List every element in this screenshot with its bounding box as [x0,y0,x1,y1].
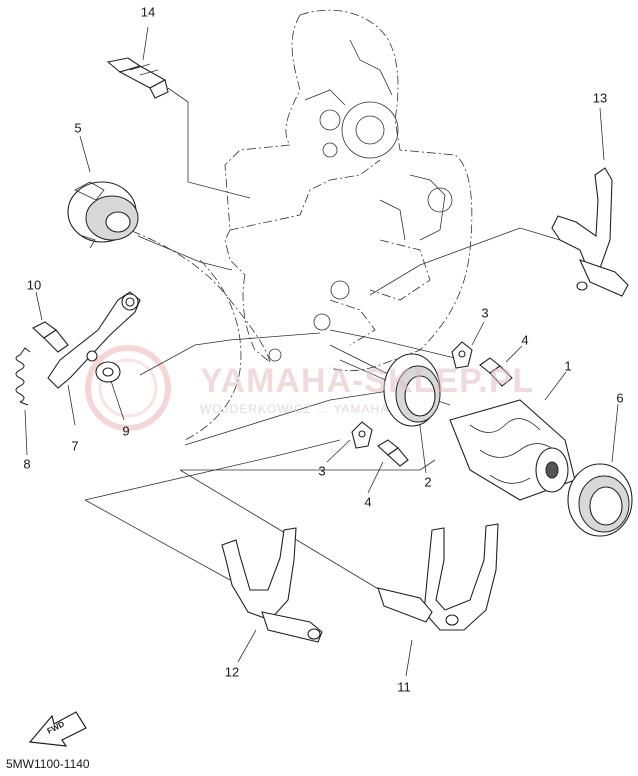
part-5-segment [67,181,139,249]
callout-9: 9 [122,423,130,439]
callout-4-lower: 4 [364,494,372,510]
watermark-subtitle: WOJDERKOWICZ ... YAMAHA [200,402,390,416]
watermark-title: YAMAHA-SKLEP.PL [200,362,535,400]
callout-3-upper: 3 [481,305,489,321]
part-6-bearing [567,463,633,537]
part-2-bearing [383,353,441,427]
callout-2: 2 [424,474,432,490]
crankcase-outline [99,9,473,441]
callout-1: 1 [564,358,572,374]
callout-6: 6 [616,390,624,406]
part-9-washer [95,361,121,383]
part-11-shift-fork [377,523,499,631]
part-8-spring [15,347,31,406]
callout-11: 11 [397,679,411,695]
part-1-shift-drum [449,399,576,501]
part-3-plate-lower [351,421,373,449]
fwd-arrow-icon [28,711,87,747]
callout-14: 14 [140,4,156,20]
callout-10: 10 [26,277,42,293]
part-12-shift-fork [221,527,323,643]
part-13-shift-fork [551,167,629,297]
diagram-code: 5MW1100-1140 [6,757,90,771]
callout-13: 13 [592,90,608,106]
part-3-plate-upper [451,341,473,369]
part-4-screw-lower [377,439,409,467]
callout-4-upper: 4 [521,332,529,348]
part-14-stud-bolt [106,57,169,99]
watermark-logo [85,345,171,431]
callout-7: 7 [71,438,79,454]
part-10-bolt [32,321,69,353]
callout-12: 12 [224,664,240,680]
callout-5: 5 [74,120,82,136]
callout-3-lower: 3 [318,463,326,479]
part-7-shift-arm [47,291,141,389]
part-4-screw-upper [479,357,513,387]
callout-8: 8 [23,456,31,472]
